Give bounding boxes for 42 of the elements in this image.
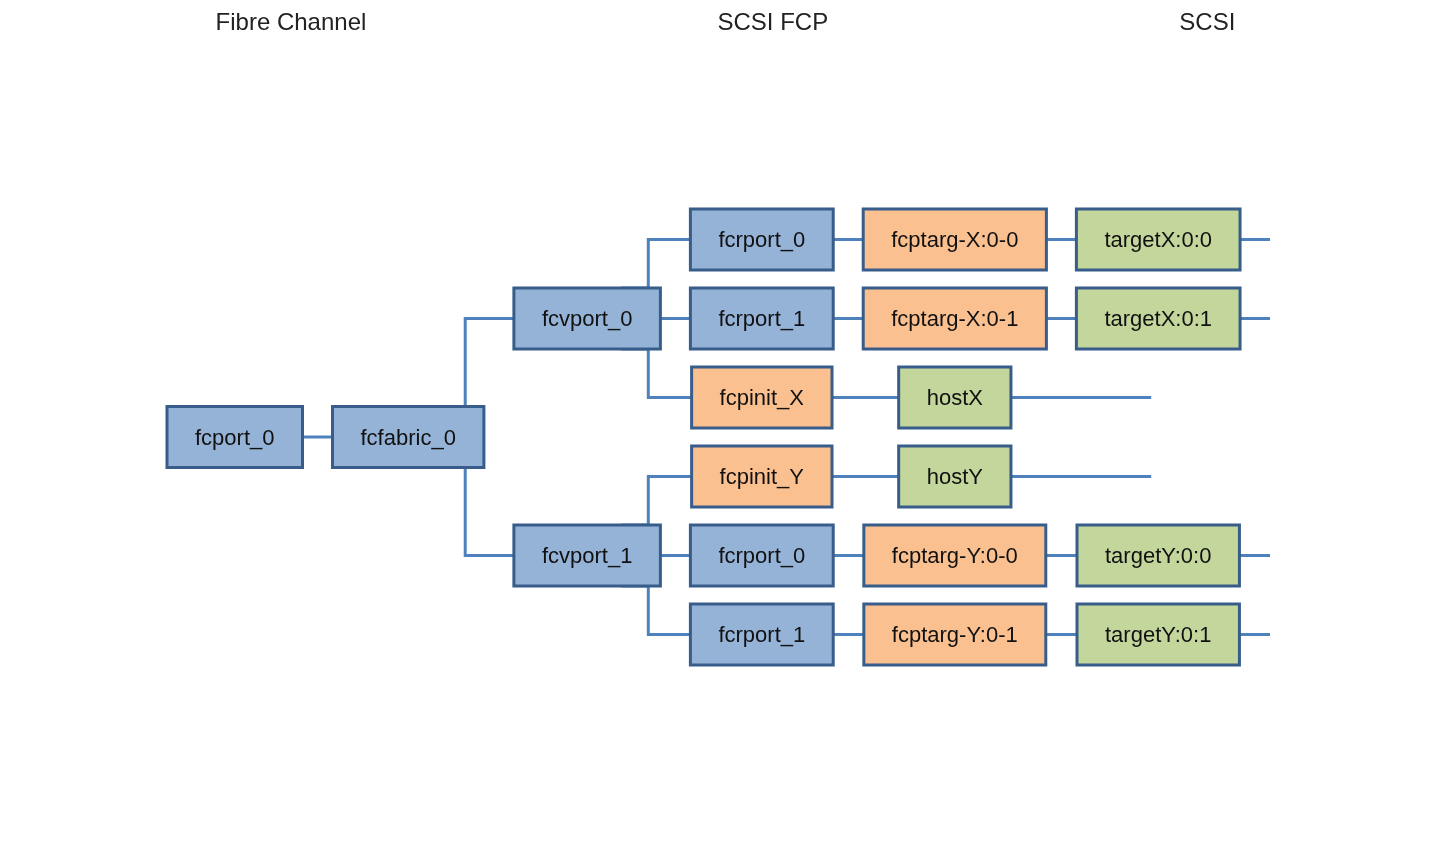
connector	[833, 317, 864, 320]
node-box: targetX:0:1	[1074, 286, 1242, 351]
node-box: fcrport_0	[688, 523, 835, 588]
node-box: fcptarg-Y:0-1	[862, 602, 1048, 667]
node-box: targetY:0:1	[1075, 602, 1241, 667]
layer-heading: SCSI	[1179, 8, 1236, 37]
node-box: targetX:0:0	[1074, 207, 1242, 272]
connector	[832, 396, 899, 399]
node-box: fcpinit_Y	[690, 444, 834, 509]
connector	[833, 238, 864, 241]
node-box: hostX	[897, 365, 1013, 430]
node-box: fcptarg-X:0-1	[861, 286, 1048, 351]
connector	[1239, 633, 1270, 636]
connector	[832, 475, 899, 478]
node-box: fcvport_0	[512, 286, 662, 351]
connector	[1240, 238, 1270, 241]
connector	[1045, 554, 1077, 557]
layer-heading: Fibre Channel	[215, 8, 367, 37]
connector	[660, 317, 691, 320]
node-box: fcport_0	[165, 405, 304, 469]
node-box: targetY:0:0	[1075, 523, 1241, 588]
connector	[1045, 633, 1077, 636]
node-box: fcrport_0	[688, 207, 835, 272]
connector	[1010, 475, 1152, 478]
connector	[1239, 554, 1270, 557]
node-box: fcpinit_X	[690, 365, 834, 430]
connector	[833, 633, 864, 636]
node-box: fcptarg-X:0-0	[861, 207, 1048, 272]
layer-heading: SCSI FCP	[717, 8, 829, 37]
connector	[1240, 317, 1270, 320]
node-box: fcvport_1	[512, 523, 662, 588]
connector	[1046, 317, 1077, 320]
node-box: fcrport_1	[688, 286, 835, 351]
connector	[660, 554, 691, 557]
node-box: fcrport_1	[688, 602, 835, 667]
connector	[1046, 238, 1077, 241]
connector	[833, 554, 864, 557]
connector	[302, 435, 333, 439]
connector	[1010, 396, 1152, 399]
node-box: fcptarg-Y:0-0	[862, 523, 1048, 588]
node-box: fcfabric_0	[331, 405, 486, 469]
node-box: hostY	[897, 444, 1013, 509]
